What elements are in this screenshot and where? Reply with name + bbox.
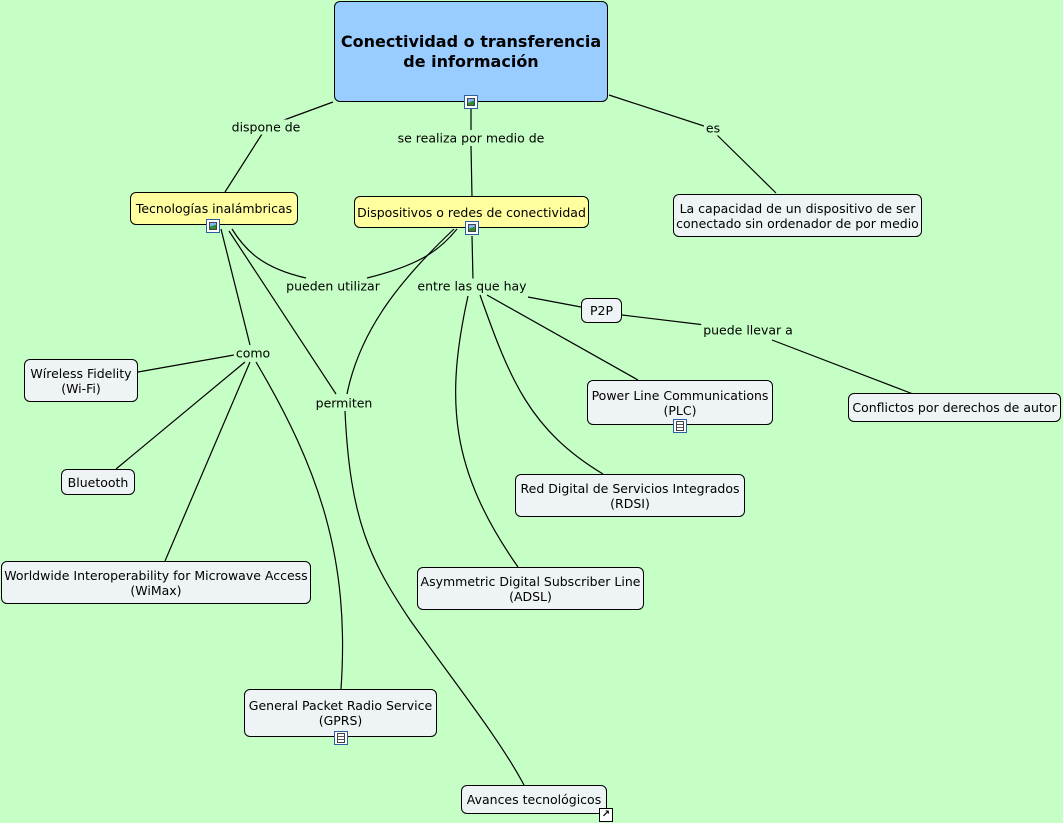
line-p2p-puede (621, 314, 706, 326)
line-permiten-avances (344, 410, 525, 786)
node-bluetooth[interactable]: Bluetooth (61, 469, 135, 495)
line-root-es (608, 94, 711, 129)
link-label-puede-llevar-a: puede llevar a (701, 322, 795, 338)
link-label-se-realiza: se realiza por medio de (395, 130, 547, 146)
node-adsl[interactable]: Asymmetric Digital Subscriber Line (ADSL… (417, 567, 644, 610)
line-pueden-dispositivos (366, 228, 458, 279)
line-como-bluetooth (115, 361, 246, 470)
node-capacidad[interactable]: La capacidad de un dispositivo de ser co… (673, 194, 922, 237)
node-conflictos[interactable]: Conflictos por derechos de autor (848, 393, 1061, 422)
line-dispone-tecnologias (224, 133, 263, 193)
node-p2p[interactable]: P2P (581, 298, 622, 323)
link-label-entre-las-que-hay: entre las que hay (415, 278, 529, 294)
line-como-gprs (255, 361, 344, 690)
line-serealiza-dispositivos (470, 145, 473, 198)
line-entre-p2p (527, 296, 582, 308)
line-dispositivos-permiten (346, 228, 455, 395)
line-es-capacidad (715, 133, 777, 194)
line-entre-rdsi (479, 294, 604, 475)
document-icon[interactable] (334, 731, 348, 745)
node-rdsi[interactable]: Red Digital de Servicios Integrados (RDS… (515, 474, 745, 517)
line-como-wimax (164, 361, 251, 562)
image-icon[interactable] (206, 219, 220, 233)
line-entre-plc (486, 294, 639, 381)
line-tecnologias-como (220, 228, 251, 346)
link-label-es: es (703, 120, 723, 136)
line-tecnologias-pueden (231, 228, 307, 279)
link-arrow-icon[interactable]: ↗ (599, 808, 613, 822)
node-wimax[interactable]: Worldwide Interoperability for Microwave… (1, 561, 311, 604)
node-root[interactable]: Conectividad o transferencia de informac… (334, 1, 608, 102)
line-puede-conflictos (771, 339, 914, 395)
image-icon[interactable] (465, 221, 479, 235)
node-wifi[interactable]: Wíreless Fidelity (Wi-Fi) (24, 359, 138, 402)
line-entre-adsl (455, 295, 519, 568)
line-tecnologias-permiten (228, 230, 337, 395)
link-label-pueden-utilizar: pueden utilizar (284, 278, 382, 294)
line-dispositivos-entre (471, 235, 474, 281)
node-plc[interactable]: Power Line Communications (PLC) (587, 380, 773, 425)
image-icon[interactable] (464, 95, 478, 109)
line-como-wifi (137, 354, 235, 373)
document-icon[interactable] (673, 419, 687, 433)
link-label-como: como (233, 345, 273, 361)
link-label-dispone-de: dispone de (229, 119, 303, 135)
link-label-permiten: permiten (313, 395, 375, 411)
node-avances[interactable]: Avances tecnológicos (461, 785, 607, 814)
node-gprs[interactable]: General Packet Radio Service (GPRS) (244, 689, 437, 737)
